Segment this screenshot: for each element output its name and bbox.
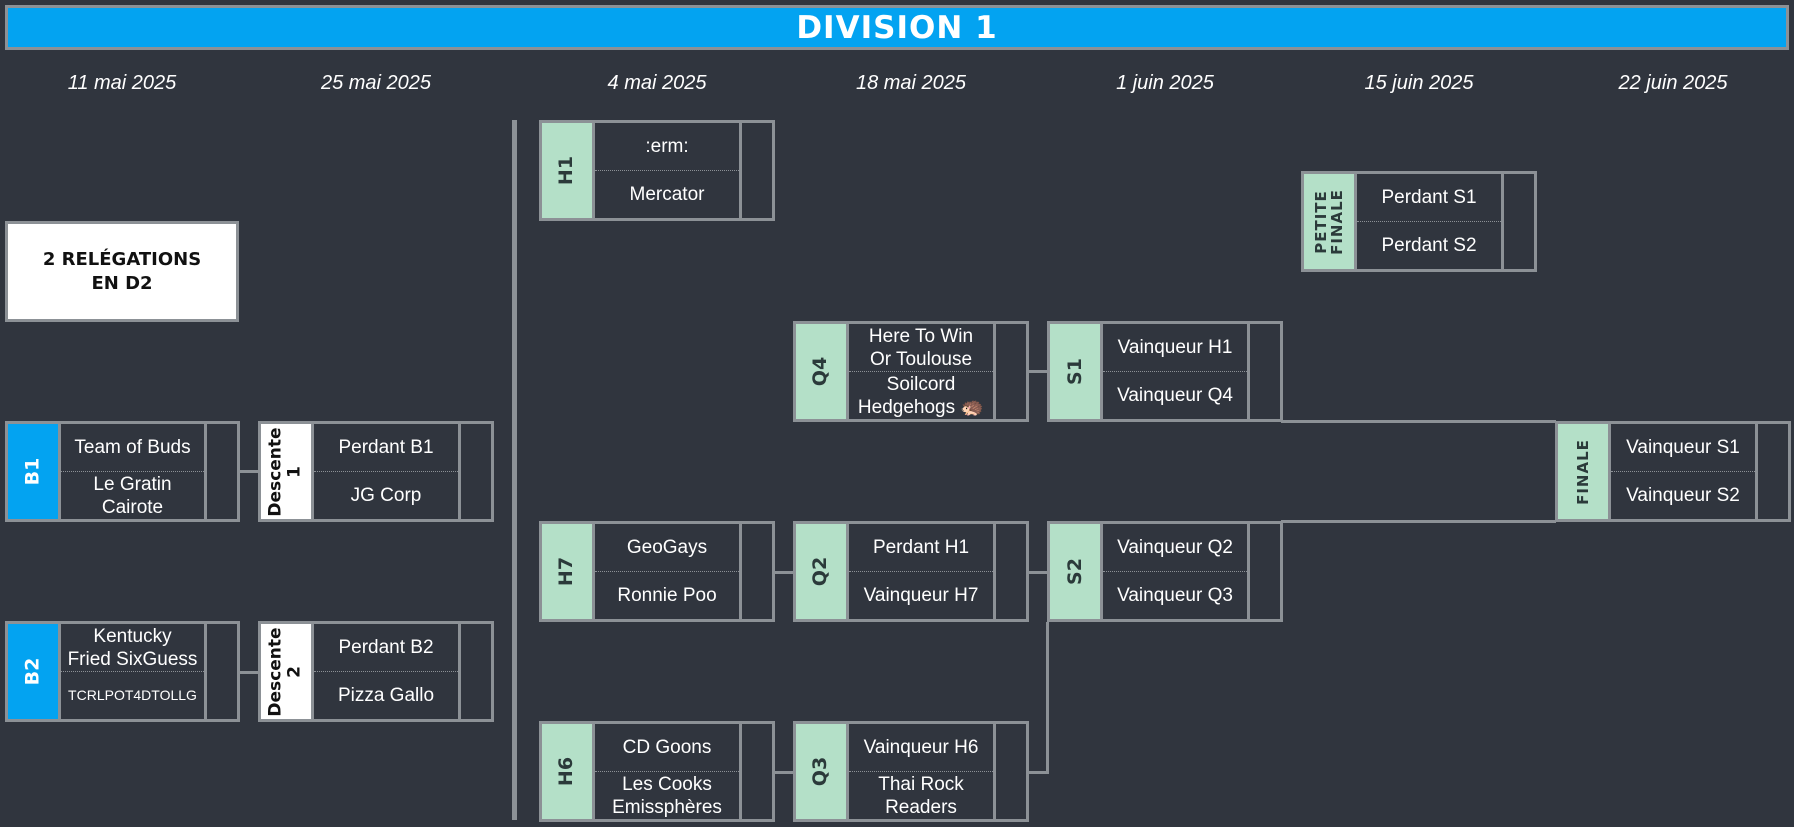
match-label-h7: H7: [542, 524, 592, 619]
match-q4: Q4 Here To Win Or Toulouse Soilcord Hedg…: [793, 321, 1029, 422]
match-label-s2: S2: [1050, 524, 1100, 619]
team-slot: Soilcord Hedgehogs 🦔: [857, 373, 985, 418]
team-slot: Ronnie Poo: [617, 585, 717, 606]
match-q2: Q2 Perdant H1 Vainqueur H7: [793, 521, 1029, 622]
match-finale: FINALE Vainqueur S1 Vainqueur S2: [1555, 421, 1791, 522]
team-slot: Perdant S2: [1381, 235, 1477, 256]
match-label-finale: FINALE: [1558, 424, 1608, 519]
score-cell: [742, 724, 772, 819]
team-slot: Le Gratin Cairote: [93, 473, 172, 518]
connector-q4-s1: [1027, 370, 1048, 373]
team-slot: Vainqueur H1: [1103, 324, 1247, 372]
team-slot: Vainqueur Q3: [1117, 585, 1233, 606]
team-slot: :erm:: [595, 123, 739, 171]
score-cell: [742, 123, 772, 218]
match-s2: S2 Vainqueur Q2 Vainqueur Q3: [1047, 521, 1283, 622]
score-cell: [1250, 524, 1280, 619]
match-petite-finale: PETITE FINALE Perdant S1 Perdant S2: [1301, 171, 1537, 272]
score-cell: [207, 424, 237, 519]
match-label-petite-finale: PETITE FINALE: [1304, 174, 1354, 269]
team-slot: Vainqueur S1: [1611, 424, 1755, 472]
connector-h7-q2: [773, 571, 794, 574]
team-slot: Team of Buds: [61, 424, 204, 472]
match-h1: H1 :erm: Mercator: [539, 120, 775, 221]
match-label-s1: S1: [1050, 324, 1100, 419]
match-label-b1: B1: [8, 424, 58, 519]
date-column-7: 22 juin 2025: [1618, 72, 1728, 94]
team-slot: Perdant H1: [849, 524, 993, 572]
score-cell: [996, 524, 1026, 619]
connector-b1-d1: [239, 470, 259, 473]
date-column-2: 25 mai 2025: [320, 72, 432, 94]
team-slot: Mercator: [629, 184, 705, 205]
match-descente-1: Descente 1 Perdant B1 JG Corp: [258, 421, 494, 522]
team-slot: Vainqueur Q2: [1103, 524, 1247, 572]
connector-b2-d2: [239, 671, 259, 674]
page-title: DIVISION 1: [796, 9, 998, 46]
team-slot: JG Corp: [350, 485, 422, 506]
section-divider: [512, 120, 517, 820]
match-q3: Q3 Vainqueur H6 Thai Rock Readers: [793, 721, 1029, 822]
match-s1: S1 Vainqueur H1 Vainqueur Q4: [1047, 321, 1283, 422]
team-slot: Here To Win Or Toulouse: [849, 324, 993, 372]
match-b2: B2 Kentucky Fried SixGuess TCRLPOT4DTOLL…: [5, 621, 240, 722]
score-cell: [461, 424, 491, 519]
match-label-q3: Q3: [796, 724, 846, 819]
team-slot: Vainqueur Q4: [1117, 385, 1233, 406]
date-column-3: 4 mai 2025: [607, 72, 707, 94]
score-cell: [742, 524, 772, 619]
match-b1: B1 Team of Buds Le Gratin Cairote: [5, 421, 240, 522]
date-column-1: 11 mai 2025: [67, 72, 177, 94]
score-cell: [1758, 424, 1788, 519]
team-slot: Perdant B1: [314, 424, 458, 472]
match-label-descente-1: Descente 1: [261, 424, 311, 519]
team-slot: GeoGays: [595, 524, 739, 572]
match-h6: H6 CD Goons Les Cooks Emissphères: [539, 721, 775, 822]
match-h7: H7 GeoGays Ronnie Poo: [539, 521, 775, 622]
connector-q2-s2: [1027, 571, 1048, 574]
match-label-descente-2: Descente 2: [261, 624, 311, 719]
relegation-note: 2 RELÉGATIONS EN D2: [5, 221, 239, 322]
match-label-h6: H6: [542, 724, 592, 819]
team-slot: Vainqueur H6: [849, 724, 993, 772]
team-slot: Perdant S1: [1357, 174, 1501, 222]
score-cell: [996, 324, 1026, 419]
division-banner: DIVISION 1: [5, 5, 1789, 50]
connector-q3-s2-vertical: [1046, 622, 1049, 774]
match-label-q4: Q4: [796, 324, 846, 419]
connector-s2-finale: [1281, 520, 1556, 523]
match-label-h1: H1: [542, 123, 592, 218]
date-column-4: 18 mai 2025: [855, 72, 967, 94]
team-slot: Thai Rock Readers: [878, 773, 964, 818]
score-cell: [1250, 324, 1280, 419]
team-slot: Pizza Gallo: [337, 685, 435, 706]
connector-q3-s2-horizontal: [1027, 771, 1048, 774]
match-label-q2: Q2: [796, 524, 846, 619]
team-slot: Kentucky Fried SixGuess: [61, 624, 204, 672]
team-slot: TCRLPOT4DTOLLG: [68, 687, 197, 703]
date-column-5: 1 juin 2025: [1116, 72, 1214, 94]
connector-h6-q3: [773, 771, 794, 774]
score-cell: [996, 724, 1026, 819]
connector-s1-finale: [1281, 420, 1556, 423]
match-descente-2: Descente 2 Perdant B2 Pizza Gallo: [258, 621, 494, 722]
score-cell: [207, 624, 237, 719]
score-cell: [1504, 174, 1534, 269]
team-slot: Vainqueur S2: [1626, 485, 1740, 506]
score-cell: [461, 624, 491, 719]
team-slot: CD Goons: [595, 724, 739, 772]
team-slot: Vainqueur H7: [863, 585, 979, 606]
match-label-b2: B2: [8, 624, 58, 719]
date-column-6: 15 juin 2025: [1364, 72, 1474, 94]
team-slot: Perdant B2: [314, 624, 458, 672]
team-slot: Les Cooks Emissphères: [612, 773, 722, 818]
